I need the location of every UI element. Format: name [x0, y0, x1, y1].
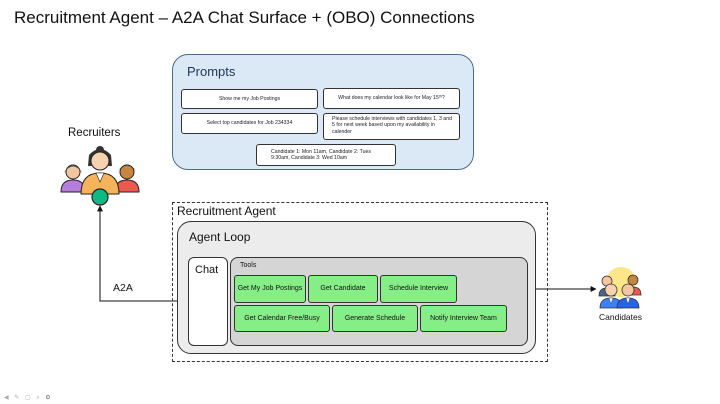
page-title: Recruitment Agent – A2A Chat Surface + (… — [14, 8, 475, 27]
chat-label: Chat — [195, 264, 219, 276]
a2a-connector — [97, 205, 187, 304]
slide-zoom-icon[interactable]: ⌕ — [36, 395, 42, 401]
recruiters-label: Recruiters — [68, 127, 121, 139]
a2a-label: A2A — [113, 282, 133, 294]
candidate-front-right — [616, 283, 640, 309]
recruitment-agent-frame — [172, 202, 548, 362]
tool-schedule-interview: Schedule Interview — [380, 275, 457, 303]
prompt-candidate-times: Candidate 1: Mon 11am, Candidate 2: Tues… — [256, 144, 396, 166]
recruiter-left-person — [60, 164, 86, 193]
candidates-icon — [598, 267, 642, 309]
slide-controls[interactable]: ◀ ✎ ▢ ⌕ ⊙ — [4, 394, 52, 402]
recruiters-icon — [60, 146, 140, 206]
tool-notify-interview-team: Notify Interview Team — [420, 305, 507, 332]
recruiter-connector-dot — [91, 188, 109, 206]
prompt-job-postings: Show me my Job Postings — [181, 89, 318, 109]
slide-menu-icon[interactable]: ⊙ — [45, 395, 53, 401]
prompt-schedule-interviews: Please schedule interviews with candidat… — [323, 113, 460, 140]
recruiter-center-person — [80, 146, 120, 195]
slide-view-icon[interactable]: ▢ — [25, 395, 33, 401]
chat-box — [188, 257, 228, 346]
recruitment-agent-title: Recruitment Agent — [177, 204, 276, 218]
tool-generate-schedule: Generate Schedule — [332, 305, 418, 332]
agent-loop-title: Agent Loop — [189, 230, 251, 244]
tool-get-my-job-postings: Get My Job Postings — [234, 275, 306, 303]
tool-get-calendar-free-busy: Get Calendar Free/Busy — [234, 305, 330, 332]
recruiter-right-person — [114, 164, 140, 193]
prompt-top-candidates: Select top candidates for Job 234334 — [181, 113, 318, 134]
slide-prev-icon[interactable]: ◀ — [4, 395, 11, 401]
candidates-label: Candidates — [599, 312, 643, 322]
tool-get-candidate: Get Candidate — [308, 275, 378, 303]
prompt-calendar: What does my calendar look like for May … — [323, 88, 460, 109]
prompts-title: Prompts — [187, 64, 236, 79]
slide-pen-icon[interactable]: ✎ — [14, 395, 22, 401]
tools-label: Tools — [240, 262, 257, 269]
